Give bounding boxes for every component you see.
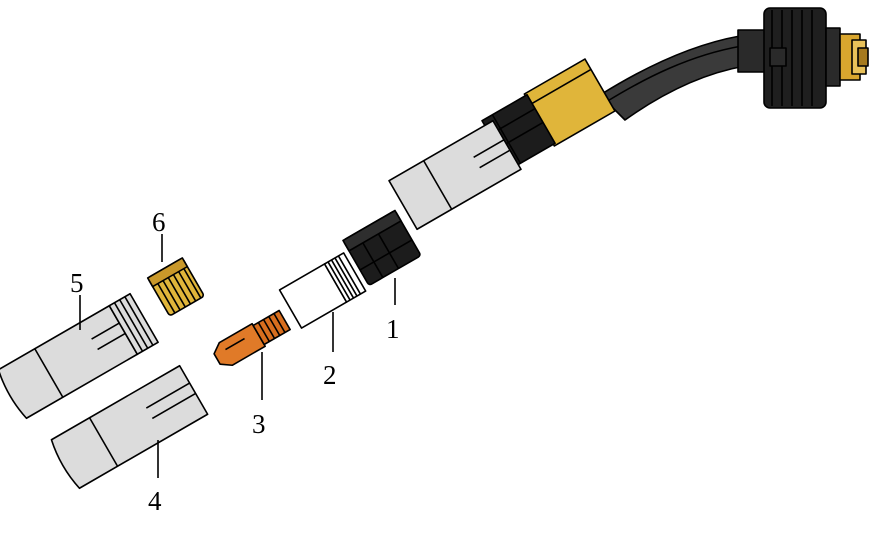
label-1: 1 bbox=[386, 314, 400, 344]
cable-connector bbox=[737, 7, 869, 109]
label-5: 5 bbox=[70, 268, 84, 298]
part-6-insert bbox=[146, 257, 205, 316]
part-3-contact-tip bbox=[213, 309, 291, 367]
label-2: 2 bbox=[323, 360, 337, 390]
label-4: 4 bbox=[148, 486, 162, 516]
part-4-nozzle bbox=[50, 364, 209, 490]
torch-cable bbox=[599, 35, 746, 121]
part-1-insulator bbox=[342, 209, 421, 286]
label-3: 3 bbox=[252, 409, 266, 439]
part-5-nozzle bbox=[0, 292, 159, 420]
part-2-gas-diffuser bbox=[278, 252, 367, 329]
label-6: 6 bbox=[152, 207, 166, 237]
neck-shaft bbox=[388, 119, 522, 231]
